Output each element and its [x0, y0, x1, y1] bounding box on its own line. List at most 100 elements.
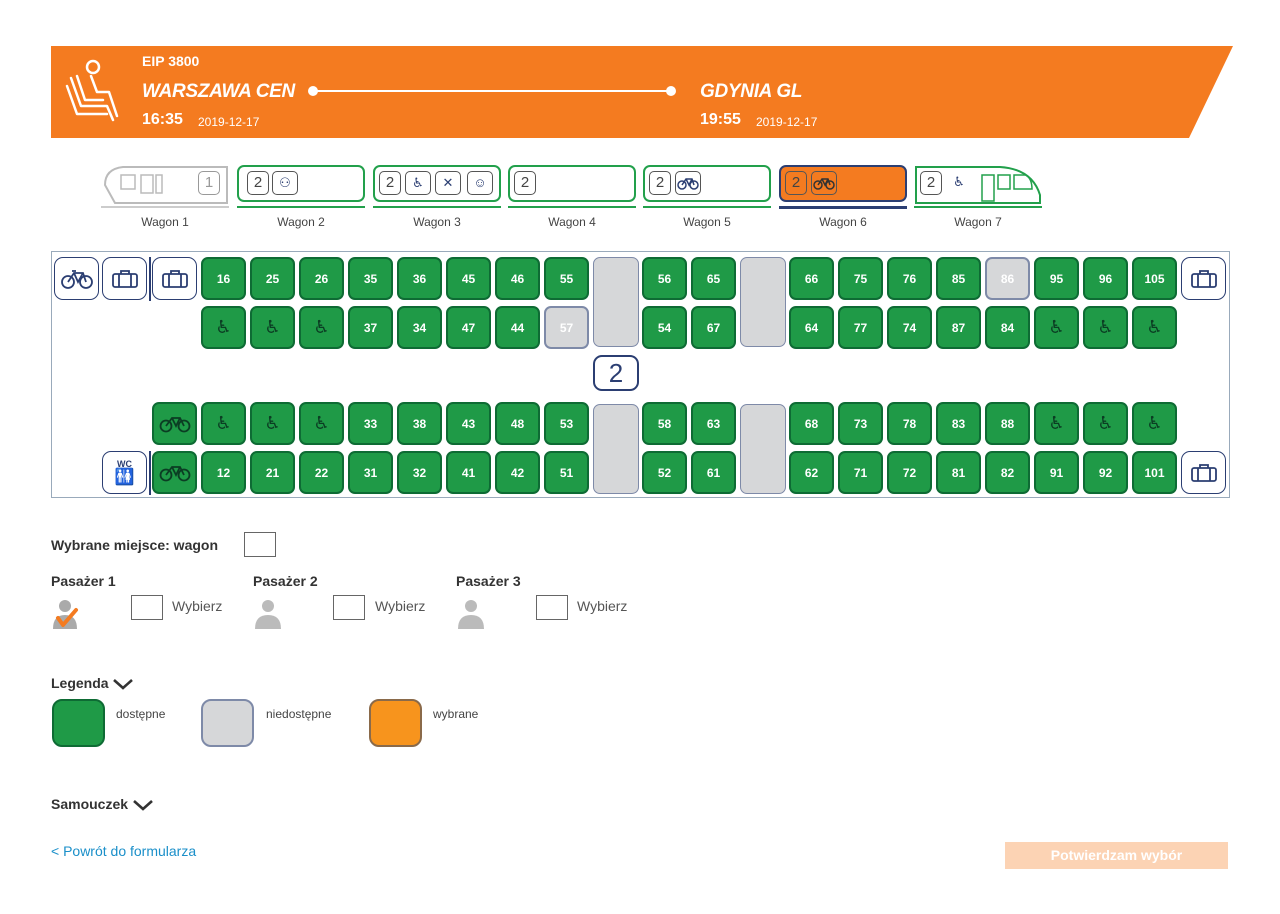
- passenger-3-label: Pasażer 3: [456, 573, 521, 589]
- wagon-6[interactable]: 2 Wagon 6: [779, 165, 907, 229]
- seat-45[interactable]: 45: [446, 257, 491, 300]
- seat-52[interactable]: 52: [642, 451, 687, 494]
- seat-56[interactable]: 56: [642, 257, 687, 300]
- seat-83[interactable]: 83: [936, 402, 981, 445]
- seat-61[interactable]: 61: [691, 451, 736, 494]
- seat-77[interactable]: 77: [838, 306, 883, 349]
- seat-71[interactable]: 71: [838, 451, 883, 494]
- passenger-2-seat-field[interactable]: [333, 595, 365, 620]
- seat-67[interactable]: 67: [691, 306, 736, 349]
- seat-22[interactable]: 22: [299, 451, 344, 494]
- seat-78[interactable]: 78: [887, 402, 932, 445]
- seat-55[interactable]: 55: [544, 257, 589, 300]
- seat-mobility-icon[interactable]: ♿: [250, 306, 295, 349]
- seat-mobility-icon[interactable]: ♿: [1034, 402, 1079, 445]
- seat-64[interactable]: 64: [789, 306, 834, 349]
- seat-68[interactable]: 68: [789, 402, 834, 445]
- seat-31[interactable]: 31: [348, 451, 393, 494]
- passenger-1-choose-button[interactable]: Wybierz: [172, 598, 223, 614]
- seat-88[interactable]: 88: [985, 402, 1030, 445]
- seat-87[interactable]: 87: [936, 306, 981, 349]
- seat-41[interactable]: 41: [446, 451, 491, 494]
- seat-25[interactable]: 25: [250, 257, 295, 300]
- seat-46[interactable]: 46: [495, 257, 540, 300]
- seat-mobility-icon[interactable]: ♿: [299, 306, 344, 349]
- wagon-7[interactable]: 2 ♿ Wagon 7: [914, 165, 1042, 229]
- wagon-1[interactable]: 1 Wagon 1: [101, 165, 229, 229]
- seat-53[interactable]: 53: [544, 402, 589, 445]
- seat-mobility-icon[interactable]: ♿: [201, 402, 246, 445]
- wc-label: WC: [117, 458, 132, 469]
- seat-35[interactable]: 35: [348, 257, 393, 300]
- seat-mobility-icon[interactable]: ♿: [299, 402, 344, 445]
- seat-37[interactable]: 37: [348, 306, 393, 349]
- seat-36[interactable]: 36: [397, 257, 442, 300]
- seat-72[interactable]: 72: [887, 451, 932, 494]
- seat-91[interactable]: 91: [1034, 451, 1079, 494]
- seat-48[interactable]: 48: [495, 402, 540, 445]
- seat-101[interactable]: 101: [1132, 451, 1177, 494]
- passenger-3-choose-button[interactable]: Wybierz: [577, 598, 628, 614]
- seat-32[interactable]: 32: [397, 451, 442, 494]
- wagon-underline: [373, 206, 501, 208]
- seat-95[interactable]: 95: [1034, 257, 1079, 300]
- seat-47[interactable]: 47: [446, 306, 491, 349]
- seat-44[interactable]: 44: [495, 306, 540, 349]
- seat-33[interactable]: 33: [348, 402, 393, 445]
- seat-75[interactable]: 75: [838, 257, 883, 300]
- bicycle-seat-icon[interactable]: [152, 451, 197, 494]
- seat-38[interactable]: 38: [397, 402, 442, 445]
- passenger-2-choose-button[interactable]: Wybierz: [375, 598, 426, 614]
- passenger-2-label: Pasażer 2: [253, 573, 318, 589]
- seat-92[interactable]: 92: [1083, 451, 1128, 494]
- wagon-4[interactable]: 2 Wagon 4: [508, 165, 636, 229]
- seat-54[interactable]: 54: [642, 306, 687, 349]
- seat-85[interactable]: 85: [936, 257, 981, 300]
- seat-84[interactable]: 84: [985, 306, 1030, 349]
- seat-16[interactable]: 16: [201, 257, 246, 300]
- seat-mobility-icon[interactable]: ♿: [1083, 402, 1128, 445]
- seat-34[interactable]: 34: [397, 306, 442, 349]
- wagon-5[interactable]: 2 Wagon 5: [643, 165, 771, 229]
- seat-58[interactable]: 58: [642, 402, 687, 445]
- selected-wagon-field[interactable]: [244, 532, 276, 557]
- seat-82[interactable]: 82: [985, 451, 1030, 494]
- passenger-3-seat-field[interactable]: [536, 595, 568, 620]
- wagon-2[interactable]: 2 ⚇ Wagon 2: [237, 165, 365, 229]
- seat-mobility-icon[interactable]: ♿: [1132, 306, 1177, 349]
- seat-mobility-icon[interactable]: ♿: [201, 306, 246, 349]
- seat-66[interactable]: 66: [789, 257, 834, 300]
- seat-74[interactable]: 74: [887, 306, 932, 349]
- seat-21[interactable]: 21: [250, 451, 295, 494]
- seat-mobility-icon[interactable]: ♿: [1034, 306, 1079, 349]
- wagon-class-badge: 2: [785, 171, 807, 195]
- wagon-underline: [508, 206, 636, 208]
- seat-51[interactable]: 51: [544, 451, 589, 494]
- seat-105[interactable]: 105: [1132, 257, 1177, 300]
- wagon-class-badge: 1: [198, 171, 220, 195]
- legend-toggle[interactable]: Legenda: [51, 675, 134, 691]
- wagon-3[interactable]: 2 ♿ ✕ ☺ Wagon 3: [373, 165, 501, 229]
- bicycle-seat-icon[interactable]: [152, 402, 197, 445]
- seat-mobility-icon[interactable]: ♿: [1083, 306, 1128, 349]
- seat-73[interactable]: 73: [838, 402, 883, 445]
- seat-mobility-icon[interactable]: ♿: [250, 402, 295, 445]
- back-to-form-link[interactable]: < Powrót do formularza: [51, 843, 197, 859]
- seat-42[interactable]: 42: [495, 451, 540, 494]
- seat-mobility-icon[interactable]: ♿: [1132, 402, 1177, 445]
- seat-62[interactable]: 62: [789, 451, 834, 494]
- seat-43[interactable]: 43: [446, 402, 491, 445]
- seat-96[interactable]: 96: [1083, 257, 1128, 300]
- seat-65[interactable]: 65: [691, 257, 736, 300]
- passenger-1-seat-field[interactable]: [131, 595, 163, 620]
- seat-26[interactable]: 26: [299, 257, 344, 300]
- seat-12[interactable]: 12: [201, 451, 246, 494]
- arrival-date: 2019-12-17: [756, 115, 818, 129]
- tutorial-toggle[interactable]: Samouczek: [51, 796, 154, 812]
- bicycle-icon: [675, 171, 701, 195]
- seat-76[interactable]: 76: [887, 257, 932, 300]
- seat-63[interactable]: 63: [691, 402, 736, 445]
- seat-81[interactable]: 81: [936, 451, 981, 494]
- confirm-selection-button[interactable]: Potwierdzam wybór: [1005, 842, 1228, 869]
- locomotive-outline-icon: [103, 166, 228, 204]
